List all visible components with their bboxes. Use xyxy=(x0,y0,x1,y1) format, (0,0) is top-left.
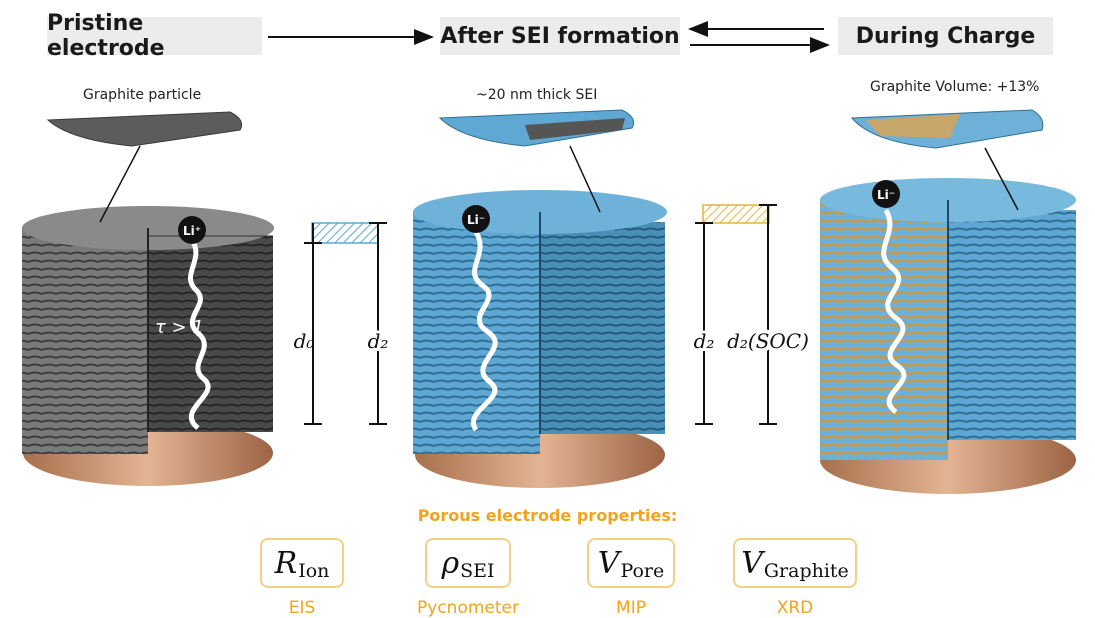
charge-cylinder xyxy=(820,178,1076,494)
sei-li-ion xyxy=(462,205,490,233)
charge-li-label: Li⁻ xyxy=(877,188,895,202)
d2-left-label: d₂ xyxy=(368,329,389,353)
sei-cylinder xyxy=(413,190,667,488)
sei-li-label: Li⁻ xyxy=(467,213,485,227)
pristine-cylinder xyxy=(22,206,274,486)
properties-title: Porous electrode properties: xyxy=(417,506,678,525)
d2-soc-label: d₂(SOC) xyxy=(727,329,809,353)
method-xrd: XRD xyxy=(776,598,814,618)
graphite-volume-caption: Graphite Volume: +13% xyxy=(870,79,1040,95)
sei-thickness-caption: ~20 nm thick SEI xyxy=(476,87,598,103)
method-mip: MIP xyxy=(616,598,646,618)
pristine-graphite-particle xyxy=(46,111,243,147)
d0-label: d₀ xyxy=(294,329,315,353)
stage-sei-label: After SEI formation xyxy=(440,17,680,55)
pristine-li-ion xyxy=(178,216,206,244)
charge-li-ion xyxy=(872,180,900,208)
method-pycnometer: Pycnometer xyxy=(417,598,519,618)
volume-expansion-hatch xyxy=(702,204,770,224)
method-eis: EIS xyxy=(288,598,316,618)
sei-ion-path xyxy=(471,230,498,432)
sei-growth-hatch xyxy=(311,222,379,244)
pristine-ion-path xyxy=(188,238,211,430)
pristine-li-label: Li⁺ xyxy=(183,224,201,238)
graphite-particle-caption: Graphite particle xyxy=(83,87,202,103)
charge-ion-path xyxy=(881,208,907,415)
stage-charge-label: During Charge xyxy=(838,17,1053,55)
d2-right-label: d₂ xyxy=(694,329,715,353)
tortuosity-label: τ > 1 xyxy=(155,317,204,338)
electrode-illustration: Li⁺ τ > 1 d₀ d₂ Li⁻ d₂ d₂(SOC) Li⁻ xyxy=(22,21,1076,494)
